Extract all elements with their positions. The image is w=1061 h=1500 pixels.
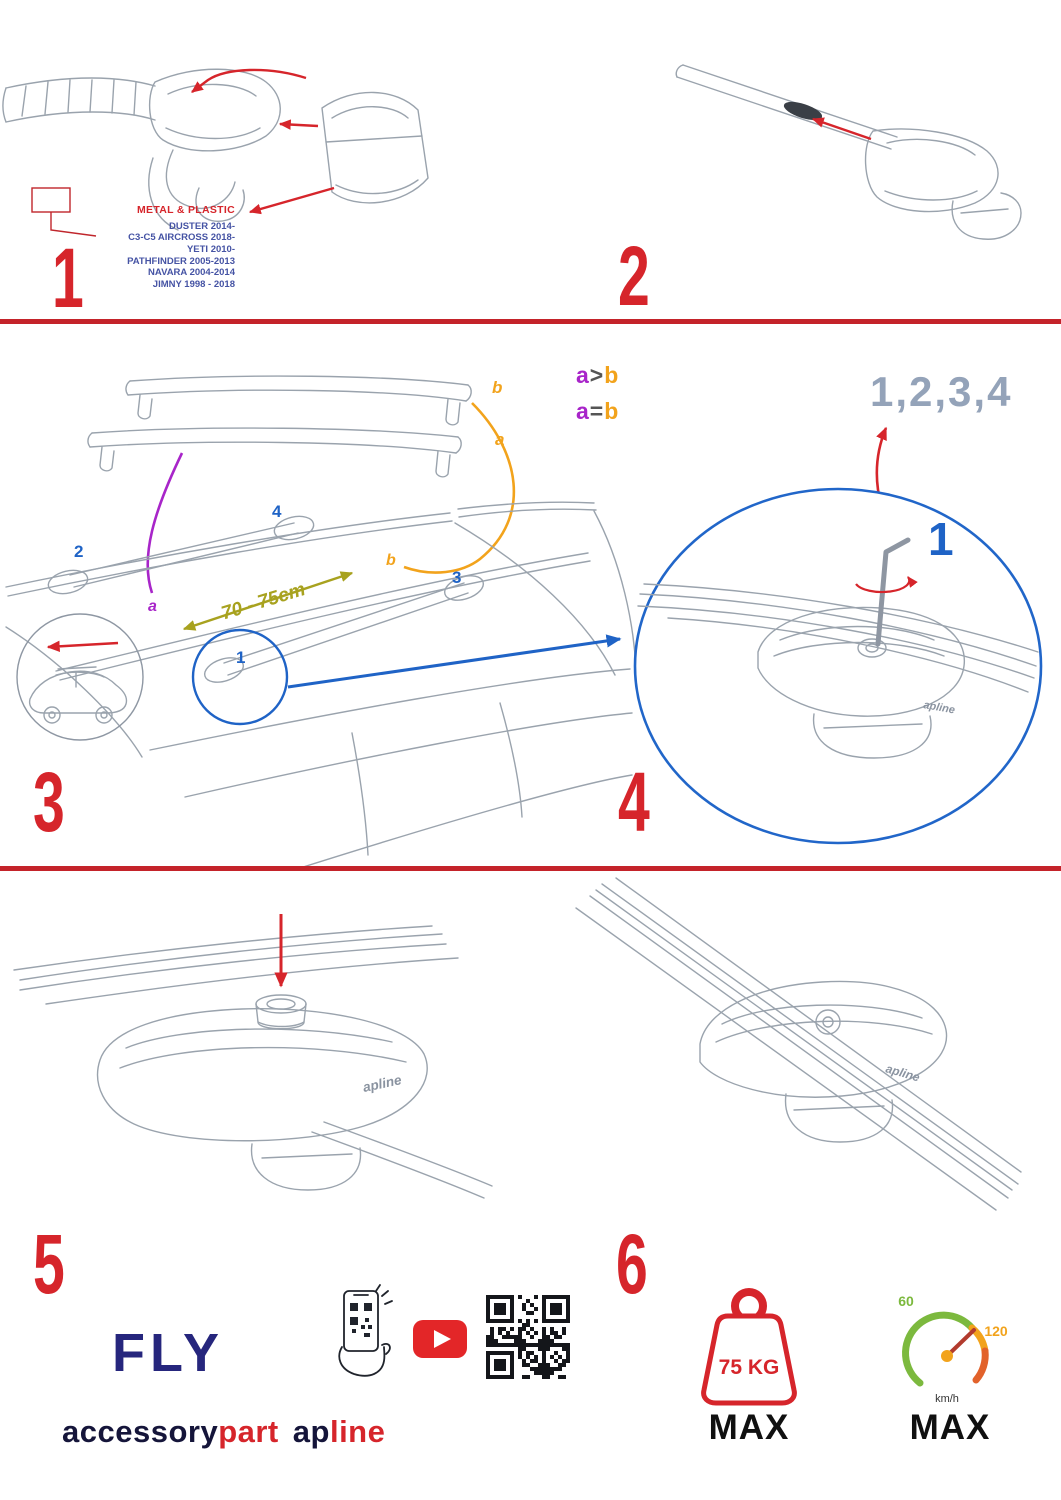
position-label-1: 1 — [236, 648, 245, 667]
max-speed-label: MAX — [909, 1408, 991, 1447]
gauge-low-value: 60 — [898, 1293, 914, 1309]
position-label-2: 2 — [74, 542, 83, 561]
step5-drawing: apline — [13, 914, 493, 1199]
loose-crossbar-a — [87, 427, 462, 478]
brand-accessory: accessory — [62, 1414, 219, 1449]
tighten-first: 1 — [928, 513, 954, 565]
rotate-arrow — [855, 576, 918, 594]
roof-label-b: b — [386, 552, 396, 569]
zoom-arrow — [287, 634, 622, 689]
car-direction-inset — [16, 613, 144, 741]
rule1-b: b — [604, 362, 620, 388]
max-speed-gauge: 60 120 km/h — [898, 1293, 1008, 1405]
material-label: METAL & PLASTIC — [136, 204, 235, 216]
step6-drawing: apline — [575, 877, 1022, 1211]
step2-number: 2 — [618, 229, 650, 323]
bar-slot — [783, 101, 823, 121]
step1-number: 1 — [52, 231, 84, 325]
step1-compatibility: METAL & PLASTIC DUSTER 2014- C3-C5 AIRCR… — [70, 204, 235, 290]
step3-drawing: b a — [5, 375, 637, 869]
vehicle-model: JIMNY 1998 - 2018 — [152, 278, 235, 290]
crossbar-end-art — [675, 64, 1022, 240]
brand-part: part — [218, 1414, 279, 1449]
loose-crossbar-b — [125, 375, 472, 426]
distance-label: 70 - 75cm — [219, 579, 308, 624]
rule1-op: > — [589, 362, 605, 388]
gauge-needle — [945, 1328, 976, 1358]
brand-ap: ap — [292, 1414, 330, 1449]
step1-drawing — [2, 68, 429, 237]
direction-arrow — [46, 640, 119, 653]
rule-a-equals-b: a=b — [576, 398, 619, 425]
apline-logo-on-foot: apline — [922, 699, 955, 716]
vehicle-model: YETI 2010- — [186, 243, 235, 255]
vehicle-model: C3-C5 AIRCROSS 2018- — [128, 232, 235, 244]
gauge-unit: km/h — [935, 1393, 959, 1405]
vehicle-model: NAVARA 2004-2014 — [148, 267, 235, 279]
position-label-3: 3 — [452, 568, 461, 587]
phone-qr-pixels — [350, 1303, 372, 1337]
clamp-foot-art — [757, 606, 965, 759]
vehicle-model: DUSTER 2014- — [169, 220, 235, 232]
rule2-a: a — [576, 398, 590, 424]
step6-number: 6 — [616, 1217, 648, 1311]
scan-qr-phone-icon — [338, 1284, 393, 1377]
step5-number: 5 — [33, 1217, 65, 1311]
rule2-op: = — [589, 398, 605, 424]
car-roof-art — [5, 501, 637, 869]
guide-curve-b — [403, 402, 516, 574]
step3-number: 3 — [33, 755, 65, 849]
tighten-sequence: 1,2,3,4 — [870, 368, 1013, 415]
max-load-value: 75 KG — [719, 1356, 780, 1379]
gauge-red-arc — [972, 1347, 989, 1384]
focus-circle — [191, 628, 289, 726]
mounted-crossbar-front — [47, 515, 315, 595]
rule1-a: a — [576, 362, 590, 388]
section-divider — [0, 319, 1061, 324]
rail-art — [13, 925, 493, 1199]
brand-line: line — [329, 1414, 386, 1449]
roof-label-a: a — [148, 598, 157, 615]
step4-number: 4 — [618, 755, 650, 849]
apline-logo-on-foot: apline — [884, 1061, 922, 1084]
weight-body — [701, 1313, 797, 1406]
section-divider — [0, 866, 1061, 871]
bar-label-b: b — [492, 378, 502, 397]
vehicle-model: PATHFINDER 2005-2013 — [127, 255, 235, 267]
cover-piece-art — [321, 91, 429, 204]
rule2-b: b — [604, 398, 620, 424]
youtube-icon — [413, 1320, 467, 1358]
apline-logo-on-foot: apline — [362, 1072, 404, 1095]
product-name: FLY — [112, 1323, 225, 1383]
metal-plate-callout — [31, 187, 97, 237]
position-label-4: 4 — [272, 502, 282, 521]
rule-a-greater-b: a>b — [576, 362, 619, 389]
gauge-hub — [941, 1350, 953, 1362]
gauge-green-arc — [902, 1311, 976, 1387]
mounted-foot-art — [699, 980, 948, 1143]
rail-art — [575, 877, 1022, 1211]
step4-drawing: apline — [633, 426, 1043, 845]
insert-arrow — [811, 117, 872, 141]
qr-code — [486, 1295, 570, 1379]
allen-key — [875, 537, 911, 647]
guide-curve-a — [146, 452, 184, 594]
rail-art — [637, 583, 1039, 693]
max-load-icon: 75 KG — [701, 1288, 797, 1406]
max-load-label: MAX — [708, 1408, 790, 1447]
gauge-high-value: 120 — [984, 1323, 1008, 1339]
step2-drawing — [675, 64, 1022, 240]
foot-with-knob-art — [96, 994, 428, 1191]
distance-arrow — [182, 571, 354, 631]
assembly-arrows — [191, 68, 335, 215]
zoom-circle — [633, 487, 1043, 845]
